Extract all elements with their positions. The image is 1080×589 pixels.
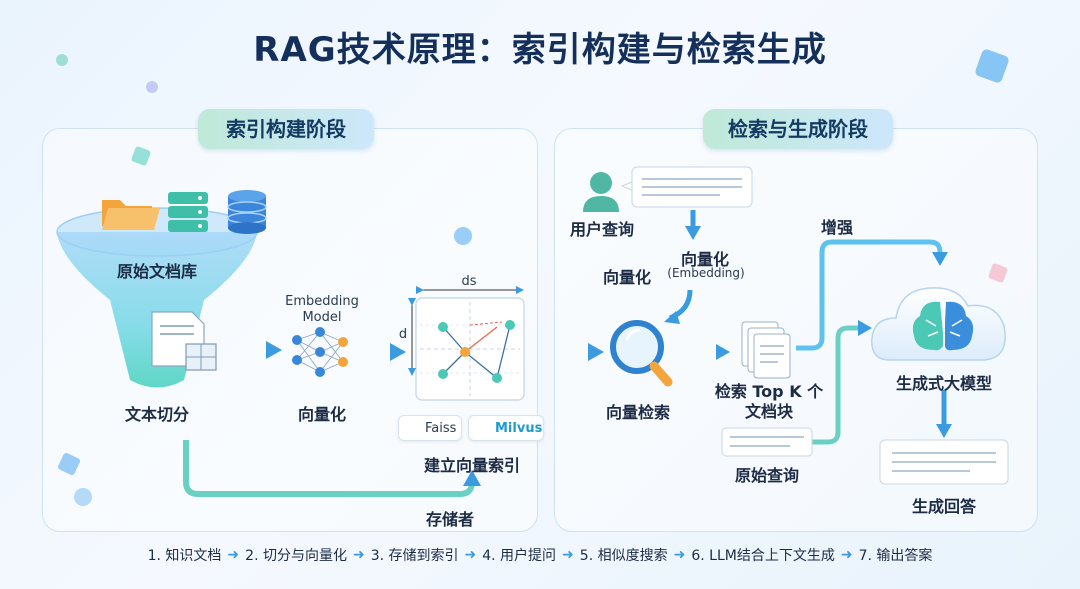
step-arrow-icon: ➜ (352, 547, 365, 563)
topk-label-line2: 文档块 (744, 402, 793, 421)
vectorize-embedding-label: 向量化 (680, 250, 729, 269)
step-item: 3. 存储到索引 (370, 548, 459, 564)
brain-cloud-icon (871, 287, 1006, 361)
retrieval-stage-label: 检索与生成阶段 (703, 109, 893, 149)
step-item: 7. 输出答案 (858, 548, 933, 564)
llm-label: 生成式大模型 (895, 374, 992, 393)
server-icon (168, 192, 208, 232)
source-library-label: 原始文档库 (116, 262, 197, 281)
step-item: 5. 相似度搜索 (579, 548, 668, 564)
step-item: 4. 用户提问 (482, 548, 557, 564)
vector-search-label: 向量检索 (605, 403, 670, 422)
diagram-title: RAG技术原理：索引构建与检索生成 (253, 30, 827, 70)
folder-icon (102, 200, 160, 230)
vectorize-left-label: 向量化 (602, 268, 651, 287)
query-card-icon (721, 427, 813, 457)
chunking-label: 文本切分 (124, 405, 189, 424)
document-icon (151, 311, 217, 371)
neural-network-icon (292, 327, 348, 377)
build-index-label: 建立向量索引 (423, 456, 520, 475)
answer-card-icon (879, 439, 1009, 485)
step-arrow-icon: ➜ (227, 547, 240, 563)
chat-bubble-icon (620, 166, 753, 208)
vector-space-icon (408, 286, 525, 401)
store-label: 存储者 (425, 510, 474, 529)
original-query-label: 原始查询 (734, 466, 799, 485)
topk-label-line1: 检索 Top K 个 (714, 382, 824, 401)
magnifier-icon (610, 320, 673, 387)
decorative-cube-icon (56, 49, 1009, 506)
document-stack-icon (741, 321, 791, 379)
step-arrow-icon: ➜ (464, 547, 477, 563)
indexing-stage-label: 索引构建阶段 (198, 109, 374, 149)
step-item: 1. 知识文档 (147, 548, 222, 564)
vectorize-label: 向量化 (297, 405, 346, 424)
axis-d-label: d (398, 327, 408, 342)
process-steps-bar: 1. 知识文档 ➜ 2. 切分与向量化 ➜ 3. 存储到索引 ➜ 4. 用户提问… (40, 540, 1040, 570)
embedding-note-label: (Embedding) (667, 266, 745, 280)
step-item: 6. LLM结合上下文生成 (691, 548, 835, 564)
answer-label: 生成回答 (911, 497, 976, 516)
embedding-model-label-line1: Embedding (285, 294, 359, 309)
step-arrow-icon: ➜ (840, 547, 853, 563)
axis-ds-label: ds (461, 274, 477, 289)
database-icon (227, 190, 267, 234)
milvus-badge: Milvus (468, 415, 544, 441)
user-icon (583, 172, 619, 212)
flow-arrows-retrieval (664, 210, 952, 445)
user-query-label: 用户查询 (569, 220, 634, 239)
embedding-model-label-line2: Model (302, 310, 342, 325)
augment-label: 增强 (820, 218, 853, 237)
flow-arrows-indexing (183, 341, 604, 497)
step-item: 2. 切分与向量化 (245, 548, 347, 564)
faiss-badge: Faiss (398, 415, 462, 441)
step-arrow-icon: ➜ (673, 547, 686, 563)
step-arrow-icon: ➜ (562, 547, 574, 563)
